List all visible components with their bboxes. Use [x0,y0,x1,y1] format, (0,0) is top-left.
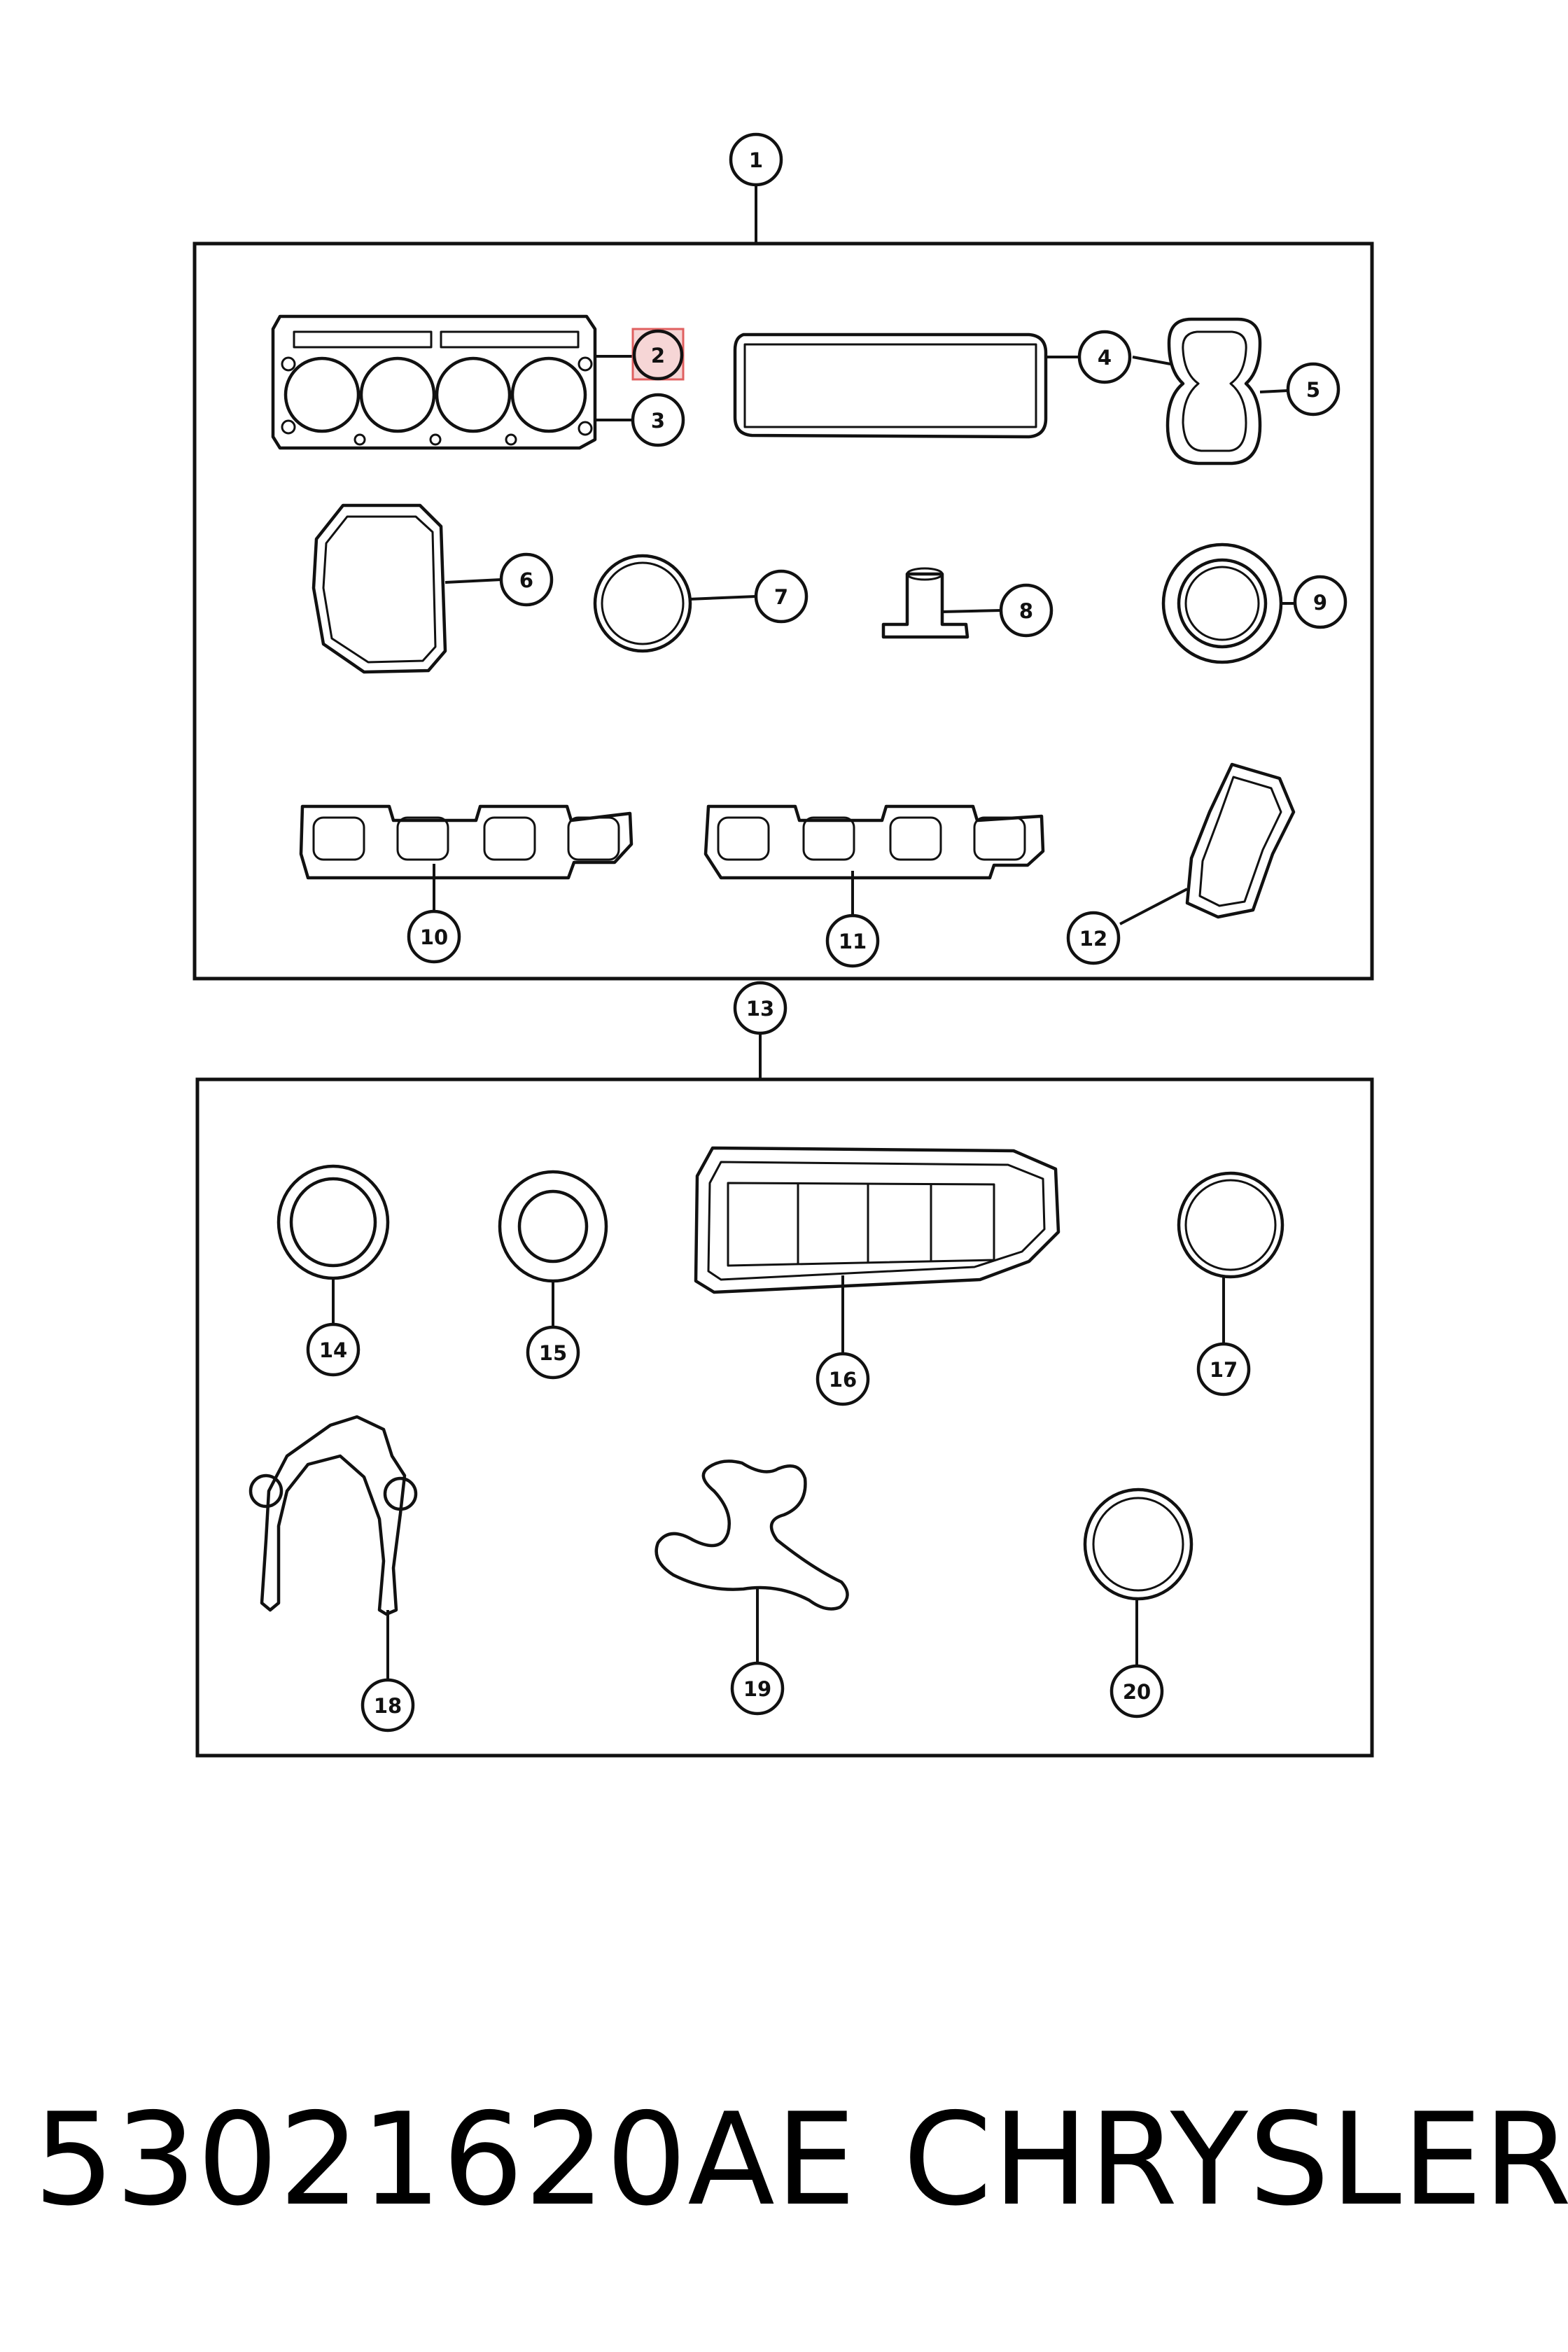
callout-1: 1 [729,132,783,187]
svg-text:16: 16 [829,1368,857,1392]
crankshaft-oil-seal [1161,542,1283,664]
svg-text:3: 3 [651,409,665,433]
callout-19: 19 [730,1661,785,1716]
cover-gasket [312,503,447,674]
callout-3: 3 [631,393,685,447]
exhaust-manifold-gasket-right [704,804,1045,880]
throttle-body-gasket [1185,762,1296,919]
seal-ring-7 [593,554,692,653]
svg-text:6: 6 [519,568,533,592]
part-number: 53021620AE [34,2085,857,2234]
o-ring-17 [1177,1171,1284,1279]
upper-kit-frame [192,241,1374,981]
svg-text:15: 15 [539,1341,567,1365]
svg-text:8: 8 [1019,599,1033,623]
lower-kit-frame [195,1077,1374,1758]
svg-text:2: 2 [651,344,665,368]
timing-cover-gasket [248,1415,418,1616]
svg-text:20: 20 [1123,1680,1151,1704]
svg-text:4: 4 [1098,346,1112,370]
callout-6: 6 [499,552,554,607]
oil-pan-gasket [694,1146,1060,1294]
footer: 53021620AE CHRYSLER [0,2054,1568,2264]
callout-2: 2 [631,328,685,381]
svg-text:11: 11 [839,930,867,953]
svg-text:9: 9 [1313,591,1327,615]
cylinder-head-gasket [271,314,597,450]
callout-8: 8 [999,583,1054,638]
callout-12: 12 [1066,911,1121,965]
callout-14: 14 [306,1322,360,1377]
callout-7: 7 [754,569,808,624]
brand-name: CHRYSLER [903,2085,1568,2234]
exhaust-manifold-gasket-left [299,804,634,880]
rear-main-seal [276,1164,390,1280]
svg-text:10: 10 [420,925,448,949]
callout-17: 17 [1196,1342,1251,1396]
callout-5: 5 [1286,362,1340,416]
callout-18: 18 [360,1678,415,1732]
callout-13: 13 [733,981,788,1035]
svg-text:12: 12 [1079,927,1107,951]
intake-port-seal [1166,317,1262,465]
water-pump-gasket [654,1460,849,1611]
svg-text:1: 1 [749,148,763,172]
svg-text:17: 17 [1210,1358,1238,1382]
valve-stem-seal [881,567,969,639]
o-ring-20 [1083,1488,1194,1601]
callout-16: 16 [816,1352,870,1406]
svg-text:13: 13 [746,997,774,1021]
svg-text:5: 5 [1306,378,1320,402]
leader-lines [332,185,1294,1680]
svg-text:14: 14 [319,1338,347,1362]
svg-text:18: 18 [374,1694,402,1718]
front-seal [498,1170,608,1283]
callout-15: 15 [526,1325,580,1380]
callout-4: 4 [1077,330,1132,384]
callout-9: 9 [1293,575,1348,629]
callout-11: 11 [825,913,880,968]
callout-10: 10 [407,909,461,964]
valve-cover-gasket [733,332,1048,439]
svg-text:19: 19 [743,1677,771,1701]
svg-text:7: 7 [774,585,788,609]
callout-20: 20 [1110,1664,1164,1718]
